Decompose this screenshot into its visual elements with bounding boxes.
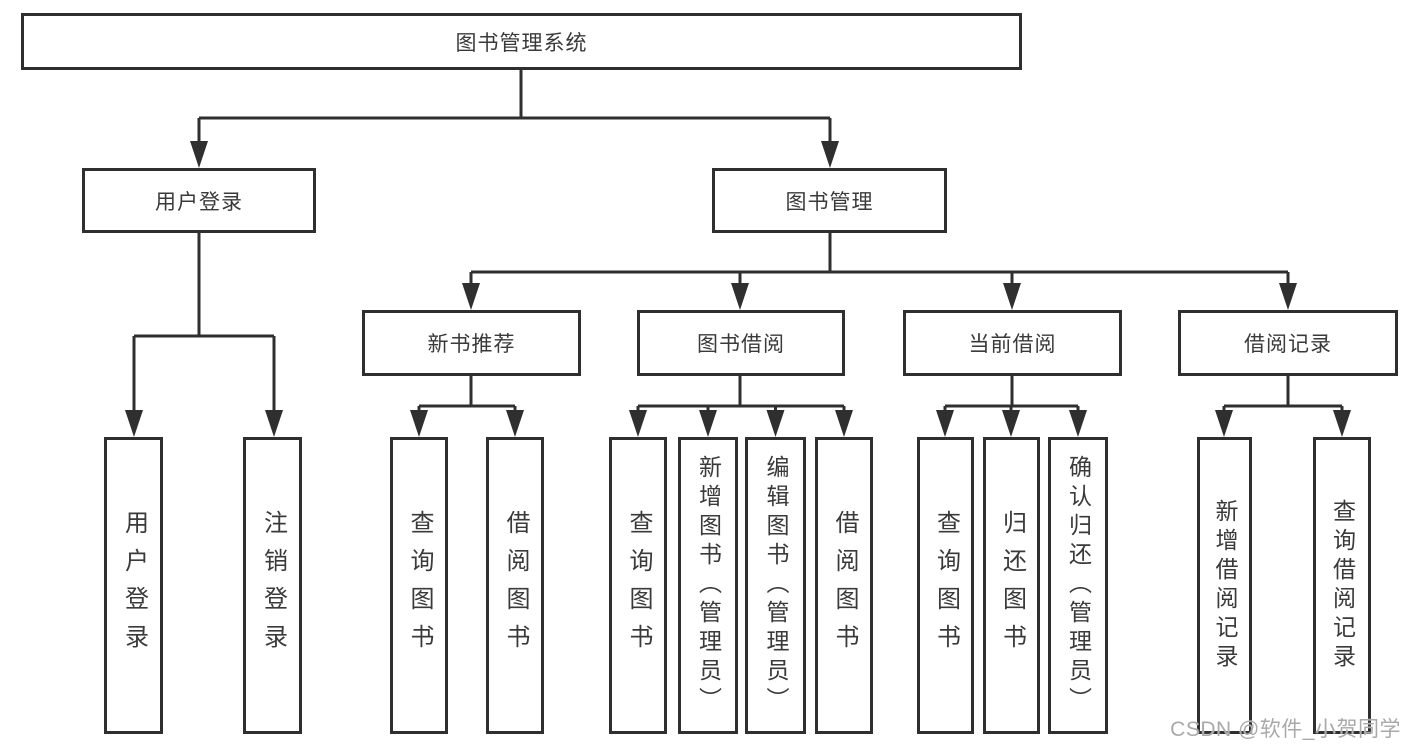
leaf-edit-books-admin: 编辑图书（管理员） (745, 437, 806, 734)
leaf-logout: 注销登录 (243, 437, 302, 734)
leaf-borrow-books-1: 借阅图书 (486, 437, 544, 734)
leaf-borrow-books-1-label: 借阅图书 (502, 509, 529, 662)
leaf-user-login: 用户登录 (104, 437, 163, 734)
node-root-system: 图书管理系统 (21, 13, 1022, 70)
connector-borrow-records-group (1215, 376, 1351, 437)
leaf-query-books-3: 查询图书 (917, 437, 974, 734)
node-user-login: 用户登录 (82, 168, 316, 233)
leaf-query-books-2: 查询图书 (609, 437, 667, 734)
leaf-borrow-books-2-label: 借阅图书 (831, 509, 858, 662)
node-new-book-recommend-label: 新书推荐 (427, 333, 516, 356)
connector-new-book-group (410, 376, 524, 437)
leaf-user-login-label: 用户登录 (120, 509, 148, 662)
leaf-add-books-admin-label: 新增图书（管理员） (695, 455, 722, 716)
leaf-query-books-1: 查询图书 (390, 437, 448, 734)
node-user-login-label: 用户登录 (155, 190, 243, 214)
leaf-query-books-3-label: 查询图书 (932, 509, 960, 662)
leaf-add-borrow-record: 新增借阅记录 (1197, 437, 1252, 734)
node-current-borrow-label: 当前借阅 (968, 333, 1057, 356)
connector-book-borrow-group (629, 376, 853, 437)
connector-current-borrow-group (936, 376, 1087, 437)
connector-root-to-level2 (190, 70, 839, 168)
node-new-book-recommend: 新书推荐 (362, 310, 581, 376)
node-book-management: 图书管理 (712, 168, 947, 233)
node-book-management-label: 图书管理 (785, 190, 874, 214)
leaf-query-books-2-label: 查询图书 (625, 509, 652, 662)
node-book-borrow-label: 图书借阅 (697, 333, 785, 356)
leaf-return-books-label: 归还图书 (998, 509, 1026, 662)
leaf-query-books-1-label: 查询图书 (406, 509, 433, 662)
leaf-logout-label: 注销登录 (259, 509, 287, 662)
leaf-return-books: 归还图书 (983, 437, 1040, 734)
node-book-borrow: 图书借阅 (637, 310, 845, 376)
leaf-add-borrow-record-label: 新增借阅记录 (1212, 498, 1238, 673)
leaf-borrow-books-2: 借阅图书 (815, 437, 873, 734)
node-current-borrow: 当前借阅 (903, 310, 1122, 376)
leaf-query-borrow-record: 查询借阅记录 (1313, 437, 1371, 734)
leaf-add-books-admin: 新增图书（管理员） (678, 437, 738, 734)
connector-user-login-group (125, 233, 283, 437)
node-borrow-records: 借阅记录 (1178, 310, 1398, 376)
node-root-system-label: 图书管理系统 (455, 31, 588, 55)
csdn-watermark: CSDN @软件_小贺同学 (1170, 718, 1401, 741)
connector-book-management-to-level3 (462, 233, 1297, 310)
node-borrow-records-label: 借阅记录 (1244, 333, 1332, 356)
leaf-edit-books-admin-label: 编辑图书（管理员） (763, 455, 789, 716)
leaf-confirm-return-admin-label: 确认归还（管理员） (1065, 455, 1092, 716)
leaf-query-borrow-record-label: 查询借阅记录 (1329, 498, 1356, 673)
leaf-confirm-return-admin: 确认归还（管理员） (1048, 437, 1108, 734)
